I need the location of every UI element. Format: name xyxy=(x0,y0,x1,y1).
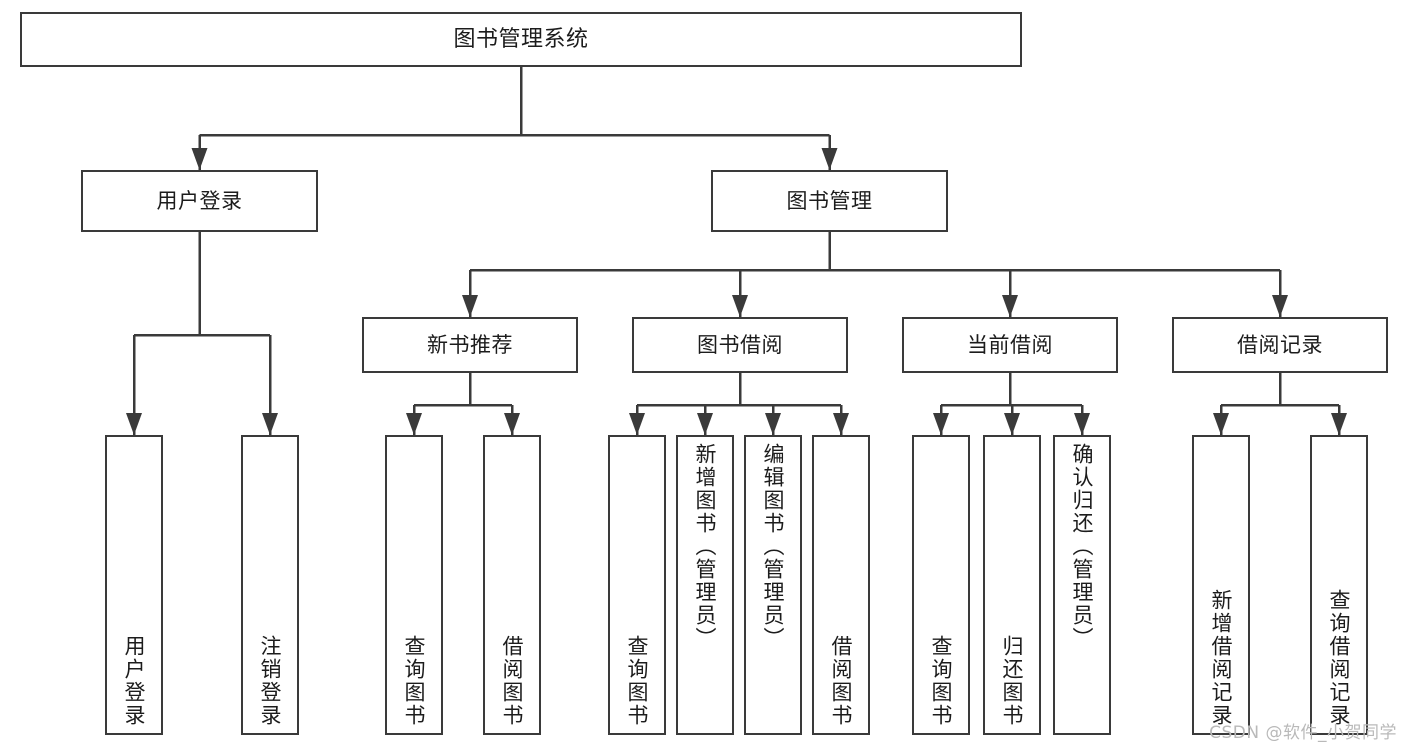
arrow-head xyxy=(833,413,849,435)
node-leaf5[interactable]: 查询图书 xyxy=(608,435,666,735)
node-leaf4[interactable]: 借阅图书 xyxy=(483,435,541,735)
arrow-head xyxy=(462,295,478,317)
node-l3b[interactable]: 图书借阅 xyxy=(632,317,848,373)
node-leaf3[interactable]: 查询图书 xyxy=(385,435,443,735)
arrow-head xyxy=(262,413,278,435)
node-leaf13[interactable]: 查询借阅记录 xyxy=(1310,435,1368,735)
node-label: 用户登录 xyxy=(122,635,147,727)
arrow-head xyxy=(1331,413,1347,435)
node-leaf12[interactable]: 新增借阅记录 xyxy=(1192,435,1250,735)
node-l2b[interactable]: 图书管理 xyxy=(711,170,948,232)
node-leaf8[interactable]: 借阅图书 xyxy=(812,435,870,735)
node-leaf2[interactable]: 注销登录 xyxy=(241,435,299,735)
node-label: 借阅图书 xyxy=(829,635,854,727)
arrow-head xyxy=(406,413,422,435)
node-label: 图书管理 xyxy=(786,188,873,213)
node-label: 图书管理系统 xyxy=(453,26,589,52)
node-label: 查询借阅记录 xyxy=(1327,589,1352,727)
node-label: 编辑图书（管理员） xyxy=(761,443,786,650)
node-label: 图书借阅 xyxy=(697,332,783,357)
node-label: 新增图书（管理员） xyxy=(693,443,718,650)
arrow-head xyxy=(1002,295,1018,317)
node-leaf11[interactable]: 确认归还（管理员） xyxy=(1053,435,1111,735)
arrow-head xyxy=(697,413,713,435)
node-label: 用户登录 xyxy=(156,188,243,213)
node-label: 查询图书 xyxy=(625,635,650,727)
arrow-head xyxy=(629,413,645,435)
node-l2a[interactable]: 用户登录 xyxy=(81,170,318,232)
arrow-head xyxy=(191,148,208,170)
node-label: 新书推荐 xyxy=(427,332,513,357)
node-label: 查询图书 xyxy=(402,635,427,727)
node-label: 当前借阅 xyxy=(967,332,1053,357)
arrow-head xyxy=(504,413,520,435)
node-label: 注销登录 xyxy=(258,635,283,727)
node-leaf1[interactable]: 用户登录 xyxy=(105,435,163,735)
node-leaf7[interactable]: 编辑图书（管理员） xyxy=(744,435,802,735)
arrow-head xyxy=(1272,295,1288,317)
node-l3a[interactable]: 新书推荐 xyxy=(362,317,578,373)
node-leaf6[interactable]: 新增图书（管理员） xyxy=(676,435,734,735)
node-leaf10[interactable]: 归还图书 xyxy=(983,435,1041,735)
node-label: 归还图书 xyxy=(1000,635,1025,727)
arrow-head xyxy=(1074,413,1090,435)
node-leaf9[interactable]: 查询图书 xyxy=(912,435,970,735)
node-l3c[interactable]: 当前借阅 xyxy=(902,317,1118,373)
node-label: 借阅记录 xyxy=(1237,332,1323,357)
node-label: 新增借阅记录 xyxy=(1209,589,1234,727)
arrow-head xyxy=(126,413,142,435)
root-node[interactable]: 图书管理系统 xyxy=(20,12,1022,67)
arrow-head xyxy=(732,295,748,317)
arrow-head xyxy=(1004,413,1020,435)
arrow-head xyxy=(933,413,949,435)
node-label: 借阅图书 xyxy=(500,635,525,727)
arrow-head xyxy=(765,413,781,435)
node-label: 确认归还（管理员） xyxy=(1070,443,1095,650)
arrow-head xyxy=(821,148,838,170)
node-l3d[interactable]: 借阅记录 xyxy=(1172,317,1388,373)
arrow-head xyxy=(1213,413,1229,435)
node-label: 查询图书 xyxy=(929,635,954,727)
